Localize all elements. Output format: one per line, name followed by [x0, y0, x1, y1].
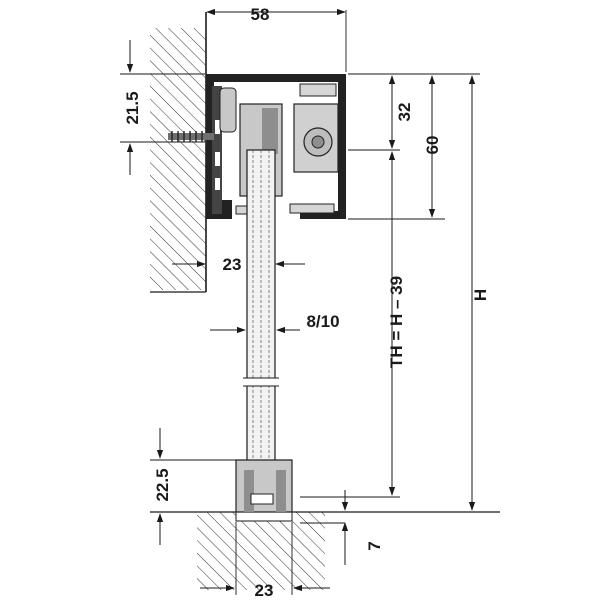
bottom-rail-insert: [289, 203, 335, 214]
wall: [150, 12, 207, 293]
hanger-shade: [262, 108, 278, 154]
glass-break-gap: [243, 378, 279, 386]
label-glass-thickness: 8/10: [306, 312, 339, 331]
floor-guide-shade-right: [276, 470, 286, 512]
floor-guide-seat: [250, 493, 274, 505]
screw-icon: [168, 131, 214, 142]
profile-slot-2: [215, 152, 220, 166]
floor: [150, 511, 500, 590]
glass-panel: [243, 149, 279, 503]
label-profile-height: 60: [423, 136, 442, 155]
floor-guide-shade-left: [244, 470, 254, 512]
profile-web: [212, 86, 222, 214]
damper-hub: [311, 135, 325, 149]
carriage: [219, 87, 339, 197]
profile-slot-3: [215, 178, 220, 190]
wall-hatch-icon: [150, 28, 206, 290]
screw-shaft: [168, 133, 214, 140]
profile-slot-1: [215, 120, 220, 134]
label-floor-guide-height: 22.5: [153, 468, 172, 501]
label-wall-offset: 21.5: [123, 91, 142, 124]
roller-wheel: [219, 87, 237, 133]
label-total-height: H: [471, 289, 490, 301]
label-track-height: TH = H – 39: [387, 276, 406, 368]
label-top-width: 58: [251, 5, 270, 24]
floor-hatch-icon: [197, 512, 325, 590]
top-clip: [299, 83, 337, 97]
dimension-labels: 58 21.5 32 60 23 8/10 TH = H – 39 H 22.5…: [123, 5, 490, 600]
label-glass-offset: 23: [223, 255, 242, 274]
top-profile: [206, 74, 346, 219]
extension-lines: [120, 10, 482, 595]
dimension-lines: [126, 8, 476, 592]
floor-recess: [235, 511, 293, 522]
floor-guide: [235, 459, 293, 513]
label-top-height: 32: [395, 103, 414, 122]
label-floor-guide-width: 23: [255, 581, 274, 600]
label-floor-depth: 7: [365, 541, 384, 550]
